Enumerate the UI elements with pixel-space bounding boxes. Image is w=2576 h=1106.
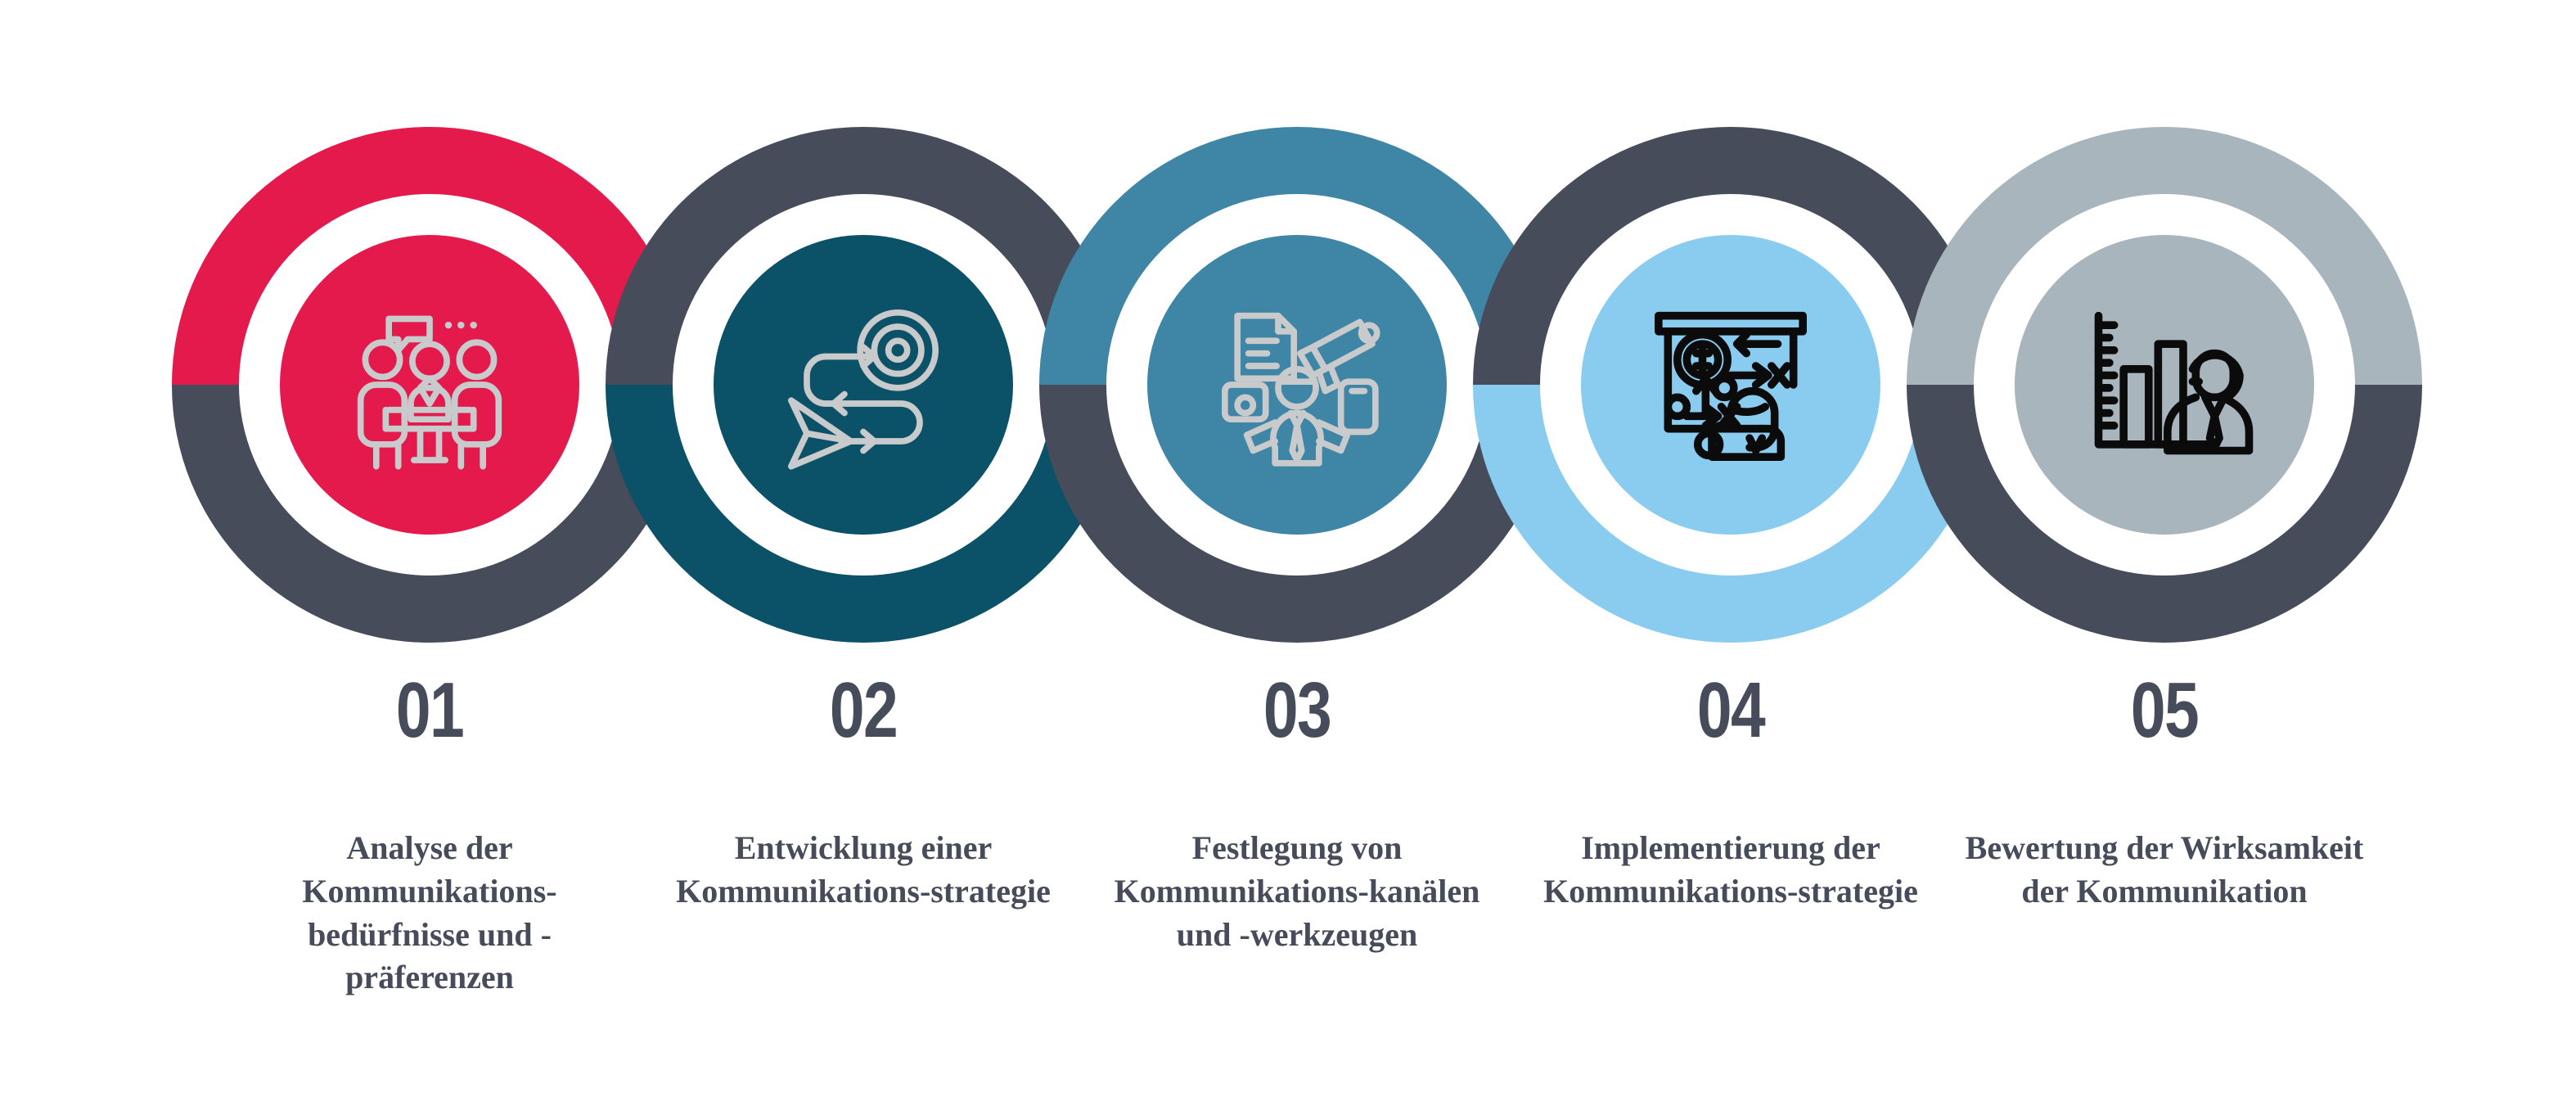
- paper-plane-target-icon: [769, 291, 957, 479]
- step-circle-05[interactable]: [1907, 127, 2422, 643]
- step-caption-04: Implementierung der Kommunikations-strat…: [1543, 829, 1918, 910]
- step-number-05: 05: [2130, 666, 2200, 754]
- communication-channels-icon: [1203, 291, 1391, 479]
- icon-disc: [714, 235, 1013, 535]
- step-circle-04[interactable]: [1473, 127, 1988, 643]
- step-circle-01[interactable]: [172, 127, 687, 643]
- step-captions-row: Analyse der Kommunikations-bedürfnisse u…: [0, 827, 2576, 1040]
- step-caption-01: Analyse der Kommunikations-bedürfnisse u…: [302, 829, 557, 996]
- bar-chart-analyst-icon: [2070, 291, 2259, 479]
- meeting-people-icon: [336, 291, 524, 479]
- icon-disc: [1581, 235, 1880, 535]
- step-number-02: 02: [829, 666, 898, 754]
- step-circle-03[interactable]: [1039, 127, 1555, 643]
- icon-disc: [1147, 235, 1447, 535]
- step-circle-02[interactable]: [606, 127, 1121, 643]
- step-caption-05: Bewertung der Wirksamkeit der Kommunikat…: [1965, 829, 2364, 910]
- step-number-03: 03: [1263, 666, 1332, 754]
- icon-disc: [2015, 235, 2314, 535]
- step-number-01: 01: [395, 666, 465, 754]
- icon-disc: [280, 235, 579, 535]
- step-number-04: 04: [1696, 666, 1766, 754]
- step-caption-03: Festlegung von Kommunikations-kanälen un…: [1114, 829, 1480, 953]
- strategy-board-icon: [1637, 291, 1825, 479]
- step-caption-02: Entwicklung einer Kommunikations-strateg…: [676, 829, 1051, 910]
